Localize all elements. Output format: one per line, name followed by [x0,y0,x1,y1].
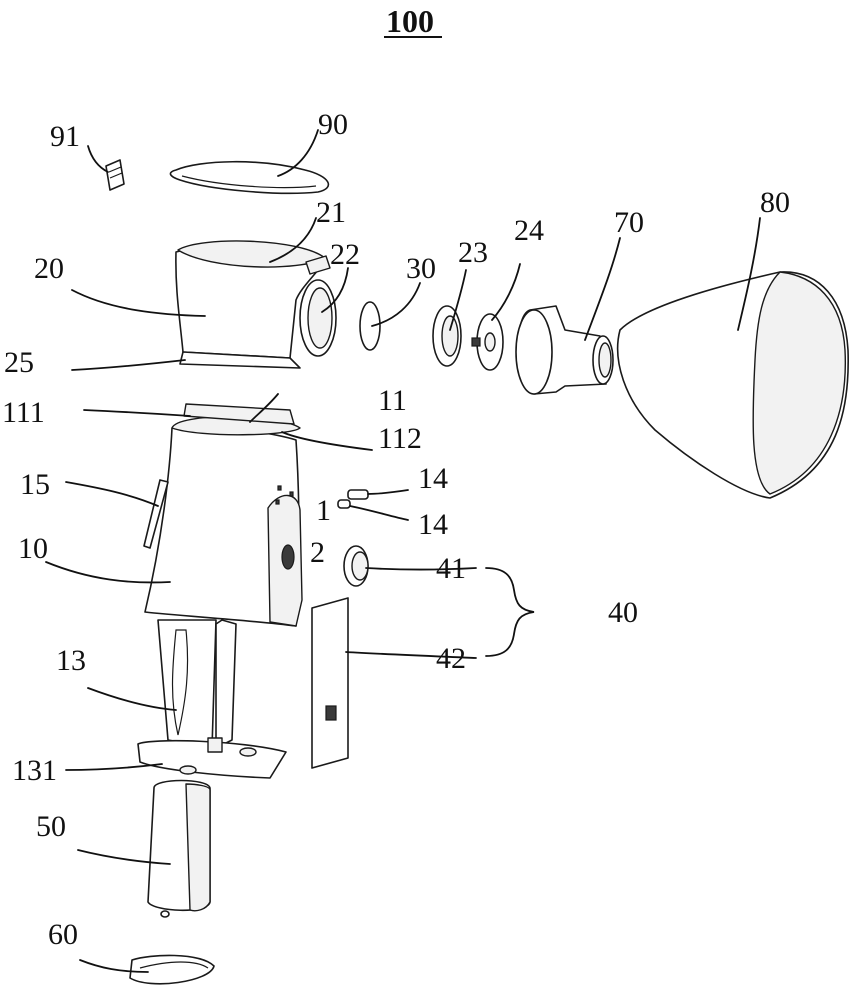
leader-15 [66,482,158,506]
label-14-bottom: 14 [418,508,448,541]
part-13-frame [138,620,286,778]
part-20-cup [176,241,336,368]
label-11: 11 [378,384,407,417]
label-50: 50 [36,810,66,843]
label-131: 131 [12,754,57,787]
label-10: 10 [18,532,48,565]
leader-70 [585,238,620,340]
label-40: 40 [608,596,638,629]
part-24-spacer [472,314,503,370]
leader-131 [66,764,162,770]
leader-14a [368,490,408,494]
label-30: 30 [406,252,436,285]
part-50-battery [148,781,210,918]
label-13: 13 [56,644,86,677]
label-60: 60 [48,918,78,951]
label-21: 21 [316,196,346,229]
label-70: 70 [614,206,644,239]
part-10-body [145,404,302,626]
part-30-disc [360,302,380,350]
brace-40 [486,568,534,656]
leader-14b [350,506,408,520]
part-14-pins [338,490,368,508]
part-42-board [312,598,348,768]
label-15: 15 [20,468,50,501]
part-60-clip [130,955,214,983]
part-70-adapter [516,306,613,394]
label-42: 42 [436,642,466,675]
part-80-mask [618,272,849,498]
label-20: 20 [34,252,64,285]
leader-111 [84,410,190,416]
label-2: 2 [310,536,325,569]
label-112: 112 [378,422,422,455]
part-41-knob [344,546,368,586]
label-14-top: 14 [418,462,448,495]
leader-91 [88,146,108,172]
label-23: 23 [458,236,488,269]
label-24: 24 [514,214,544,247]
leader-25 [72,360,185,370]
label-80: 80 [760,186,790,219]
label-41: 41 [436,552,466,585]
leader-24 [492,264,520,320]
label-90: 90 [318,108,348,141]
label-91: 91 [50,120,80,153]
part-23-ring [433,306,461,366]
label-22: 22 [330,238,360,271]
leader-13 [88,688,176,710]
figure-title: 100 [386,3,434,39]
label-111: 111 [2,396,45,429]
part-91-clip [106,160,124,190]
label-1: 1 [316,494,331,527]
part-90-lid [170,162,328,194]
label-25: 25 [4,346,34,379]
